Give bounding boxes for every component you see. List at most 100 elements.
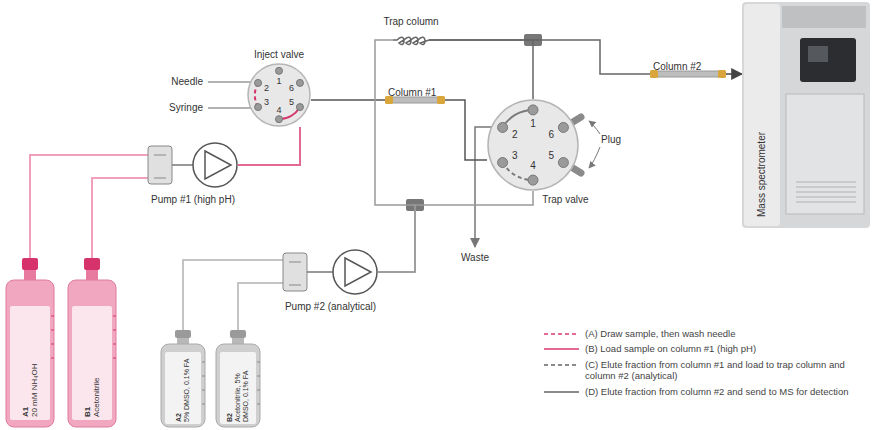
valve-port	[558, 122, 568, 132]
port-number: 2	[264, 82, 269, 94]
bottle-neck	[232, 338, 244, 344]
bottle-body	[6, 280, 54, 427]
bottle-id: B2	[226, 354, 234, 422]
legend-row: (B) Load sample on column #1 (high pH)	[543, 343, 868, 354]
port-number: 5	[548, 150, 554, 162]
column-label: Column #2	[650, 61, 701, 73]
column-fitting	[437, 96, 445, 104]
instrument-name: Mass spectrometer	[756, 67, 768, 217]
valve-port	[296, 104, 303, 111]
valve-node: Trap valve	[487, 99, 579, 191]
bottle-neck	[177, 338, 189, 344]
plug-label: Plug	[601, 134, 621, 146]
valve-body	[488, 100, 578, 190]
tubing-connector	[445, 100, 487, 160]
tubing-connector	[429, 40, 533, 99]
rotated-text: A120 mM NH₄OH	[13, 309, 47, 417]
legend-text: (A) Draw sample, then wash needle	[581, 328, 736, 339]
pump-pipe	[307, 271, 333, 273]
rotated-text: B2Acetonitrile, 5% DMSO, 0.1% FA	[221, 354, 255, 422]
tubing-connector	[92, 178, 148, 258]
port-number: 1	[276, 75, 281, 87]
node-heading: Pump #1 (high pH)	[151, 194, 235, 205]
port-number: 3	[264, 96, 269, 108]
instrument-side	[744, 4, 780, 226]
instrument-top	[782, 6, 866, 28]
legend-swatch	[543, 330, 581, 338]
valve-body	[248, 64, 310, 126]
bottle-graduation	[202, 362, 205, 363]
tubing-connector	[238, 283, 283, 330]
node-heading: Trap column	[383, 16, 438, 27]
bottle-graduation	[51, 316, 54, 317]
bottle-label	[10, 306, 50, 420]
port-number: 5	[289, 96, 294, 108]
bottle-graduation	[51, 358, 54, 359]
bottle-cap	[175, 330, 191, 338]
pump-node: Pump #2 (analytical)	[283, 247, 378, 297]
valve-port	[255, 79, 262, 86]
instrument-vent	[796, 182, 856, 183]
node-heading: Inject valve	[254, 49, 304, 60]
bottle-node: B1Acetonitrile	[67, 258, 117, 428]
legend-swatch	[543, 345, 581, 353]
legend-text: (C) Elute fraction from column #1 and lo…	[581, 359, 868, 382]
valve-port	[498, 158, 508, 168]
instrument-vent	[796, 202, 856, 203]
bottle-node: B2Acetonitrile, 5% DMSO, 0.1% FA	[215, 330, 261, 428]
bottle-id: A1	[21, 309, 30, 417]
bottle-graduation	[202, 390, 205, 391]
check-valve-mark	[154, 178, 166, 179]
solvent-name: 5% DMSO, 0.1% FA	[183, 354, 191, 422]
pump-triangle	[205, 151, 231, 179]
bottle-cap	[230, 330, 246, 338]
instrument-window	[808, 46, 828, 62]
legend-line	[544, 333, 579, 335]
ms-node: Mass spectrometer	[742, 2, 870, 228]
valve-port	[255, 104, 262, 111]
bottle-neck	[24, 270, 36, 280]
rotated-text: Mass spectrometer	[753, 67, 771, 217]
tubing-connector	[378, 191, 533, 272]
port-number: 6	[289, 82, 294, 94]
valve-node: Inject valve	[247, 63, 311, 127]
legend-line	[544, 364, 579, 366]
valve-port	[558, 158, 568, 168]
coil-shape	[393, 30, 429, 50]
valve-port	[276, 67, 283, 74]
column-label: Column #1	[385, 87, 436, 99]
solvent-name: Acetonitrile	[92, 309, 101, 417]
bottle-body	[161, 344, 205, 427]
instrument-vent	[796, 197, 856, 198]
bottle-graduation	[202, 376, 205, 377]
port-label: Syringe	[169, 102, 203, 114]
check-valve-mark	[154, 155, 166, 156]
instrument-vent	[796, 192, 856, 193]
bottle-node: A25% DMSO, 0.1% FA	[160, 330, 206, 428]
solvent-name: 20 mM NH₄OH	[30, 309, 39, 417]
bottle-graduation	[257, 376, 260, 377]
check-valve	[283, 253, 307, 291]
tubing-connector	[311, 99, 385, 101]
port-number: 1	[530, 118, 536, 130]
instrument-screen	[800, 38, 856, 82]
bottle-graduation	[113, 316, 116, 317]
port-number: 4	[276, 104, 281, 116]
tubing-connector	[183, 260, 283, 330]
check-valve-mark	[289, 285, 301, 286]
valve-port	[528, 175, 538, 185]
coil-node: Trap column	[393, 30, 429, 50]
check-valve-mark	[289, 262, 301, 263]
legend-text: (B) Load sample on column #1 (high pH)	[581, 343, 756, 354]
legend-row: (A) Draw sample, then wash needle	[543, 328, 868, 339]
bottle-graduation	[113, 358, 116, 359]
pump-pipe	[172, 164, 193, 166]
bottle-label	[220, 352, 256, 424]
pump-shape	[148, 140, 238, 190]
legend-line	[544, 391, 579, 393]
valve-shape	[247, 63, 311, 127]
valve-port	[276, 116, 283, 123]
bottle-graduation	[257, 390, 260, 391]
legend-row: (C) Elute fraction from column #1 and lo…	[543, 359, 868, 382]
